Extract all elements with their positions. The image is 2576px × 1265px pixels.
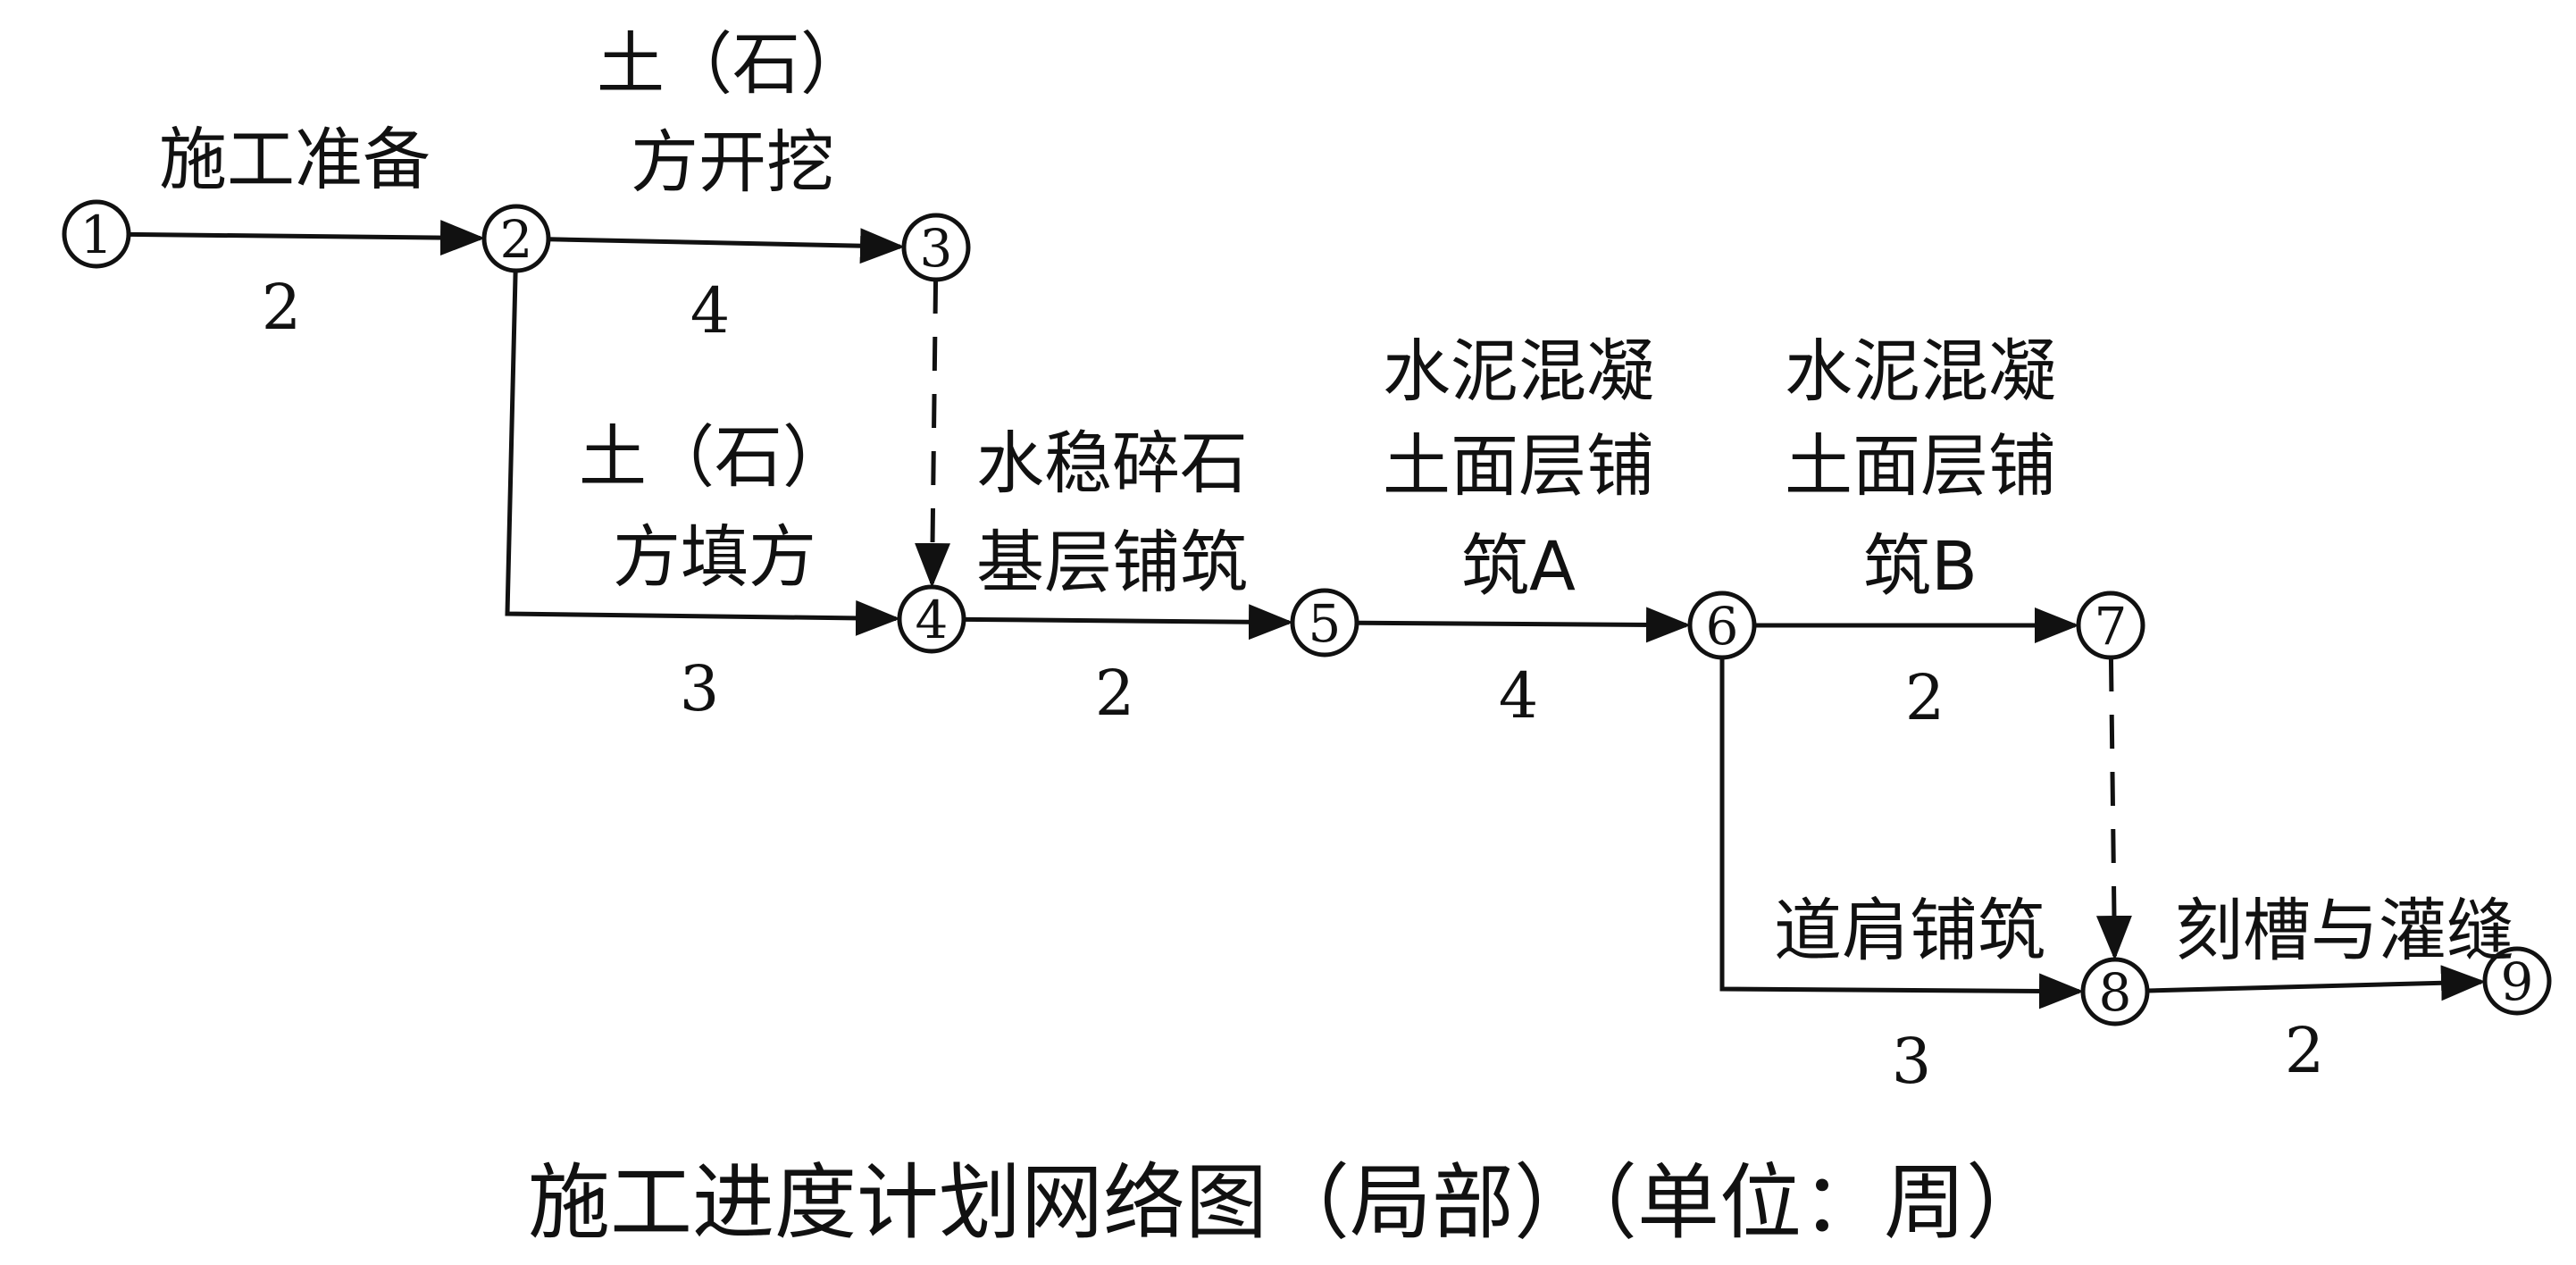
activity-duration-1-2: 2 xyxy=(262,271,302,344)
node-circle-7 xyxy=(2076,591,2145,660)
node-number-1: 1 xyxy=(80,205,113,265)
node-number-8: 8 xyxy=(2099,962,2132,1023)
activity-name-5-6: 水泥混凝 xyxy=(1383,331,1654,411)
activity-duration-2-4: 3 xyxy=(680,652,720,725)
dummy-arrow-3-4 xyxy=(915,279,951,589)
node-number-5: 5 xyxy=(1309,593,1342,654)
node-number-2: 2 xyxy=(500,209,533,270)
activity-name-2-4: 方填方 xyxy=(613,517,816,597)
activity-arrow-5-6 xyxy=(1356,607,1692,643)
activity-name-5-6: 土面层铺 xyxy=(1383,426,1654,506)
activity-name-6-7: 筑B xyxy=(1863,526,1978,606)
node-number-3: 3 xyxy=(920,218,953,279)
activity-name-4-5: 水稳碎石 xyxy=(976,423,1248,503)
activity-arrow-8-9 xyxy=(2146,965,2487,1001)
activity-name-6-7: 水泥混凝 xyxy=(1785,331,2056,411)
activity-duration-4-5: 2 xyxy=(1095,657,1135,730)
activity-name-8-9: 刻槽与灌缝 xyxy=(2175,891,2514,970)
node-circle-1 xyxy=(62,199,131,269)
activity-name-2-4: 土（石） xyxy=(579,417,850,497)
activity-name-2-3: 方开挖 xyxy=(631,122,834,202)
node-circle-6 xyxy=(1687,591,1757,660)
edges-layer xyxy=(128,220,2487,1009)
activity-duration-6-7: 2 xyxy=(1905,661,1945,734)
activity-name-1-2: 施工准备 xyxy=(159,120,431,199)
activity-name-5-6: 筑A xyxy=(1461,526,1576,606)
activity-duration-5-6: 4 xyxy=(1499,659,1539,733)
node-circle-4 xyxy=(897,584,966,654)
activity-arrow-6-8 xyxy=(1719,658,2085,1009)
activity-arrow-2-4 xyxy=(505,270,901,636)
dummy-arrow-7-8 xyxy=(2095,657,2132,961)
node-number-4: 4 xyxy=(916,590,949,650)
activity-arrow-4-5 xyxy=(963,604,1294,641)
activity-duration-2-3: 4 xyxy=(690,274,731,348)
node-circle-2 xyxy=(481,204,551,273)
activity-arrow-2-3 xyxy=(548,228,906,264)
activity-name-6-7: 土面层铺 xyxy=(1785,426,2056,506)
nodes-layer: 1 2 3 4 5 6 7 8 9 xyxy=(62,199,2552,1026)
diagram-title: 施工进度计划网络图（局部）（单位：周） xyxy=(528,1155,2048,1251)
activity-name-2-3: 土（石） xyxy=(597,24,868,104)
node-circle-3 xyxy=(901,213,971,282)
node-circle-5 xyxy=(1290,588,1359,658)
activity-duration-6-8: 3 xyxy=(1892,1025,1932,1098)
node-number-7: 7 xyxy=(2095,596,2128,657)
node-number-9: 9 xyxy=(2501,951,2534,1012)
activity-arrow-1-2 xyxy=(128,220,486,256)
node-number-6: 6 xyxy=(1706,596,1739,657)
node-circle-8 xyxy=(2080,957,2150,1026)
activity-name-6-8: 道肩铺筑 xyxy=(1774,891,2045,970)
activity-name-4-5: 基层铺筑 xyxy=(976,523,1248,602)
activity-duration-8-9: 2 xyxy=(2285,1014,2325,1087)
node-circle-9 xyxy=(2482,946,2552,1016)
